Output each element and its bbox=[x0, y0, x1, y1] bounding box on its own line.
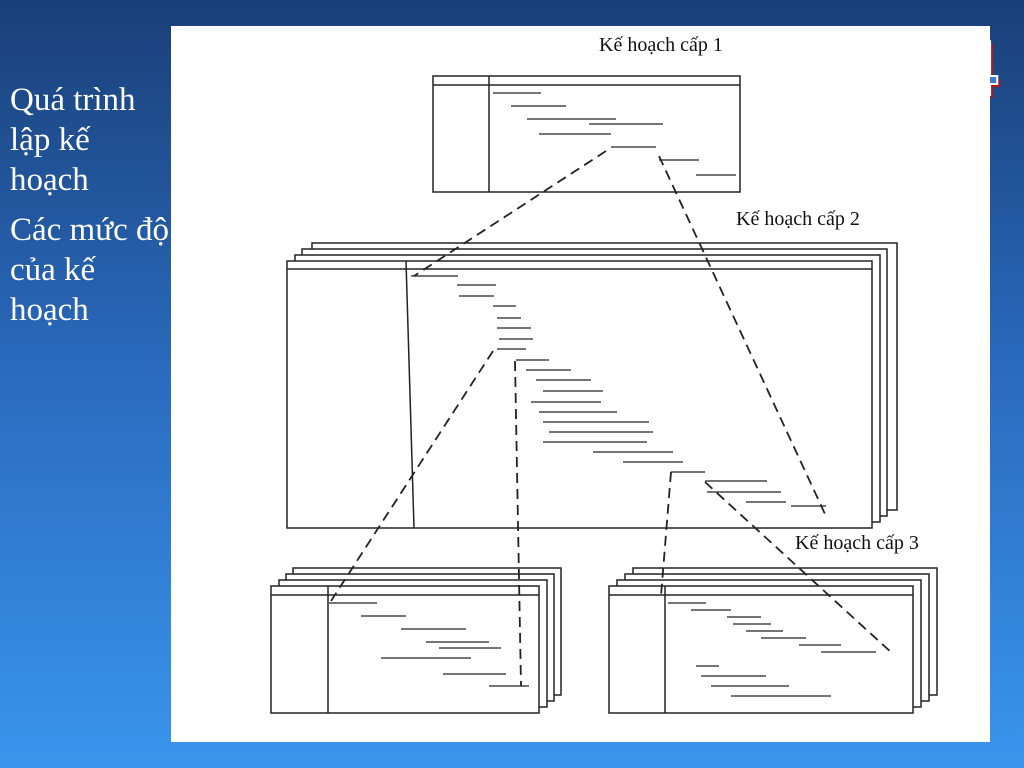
label-level2-plan: Kế hoạch cấp 2 bbox=[734, 208, 862, 231]
level3-plan-stack-left bbox=[270, 567, 562, 714]
projection-l2-to-l3b-left bbox=[660, 471, 672, 597]
projection-l2-to-l3a-left bbox=[330, 350, 494, 602]
projection-lines bbox=[330, 150, 894, 687]
diagram-drawing bbox=[270, 75, 938, 714]
caption-planning-process: Quá trình lập kế hoạch bbox=[10, 82, 136, 198]
level2-gantt-bars bbox=[411, 275, 826, 507]
caption-plan-levels: Các mức độ của kế hoạch bbox=[10, 212, 170, 328]
projection-l1-to-l2-right bbox=[658, 155, 826, 515]
level1-plan-sheet bbox=[432, 75, 741, 193]
side-caption: Quá trình lập kế hoạch Các mức độ của kế… bbox=[10, 80, 170, 340]
level1-gantt-bars bbox=[493, 92, 736, 176]
plan-hierarchy-diagram: Kế hoạch cấp 1 Kế hoạch cấp 2 Kế hoạch c… bbox=[171, 26, 990, 742]
level3-plan-stack-right bbox=[608, 567, 938, 714]
projection-l1-to-l2-left bbox=[413, 150, 607, 277]
label-level3-plan: Kế hoạch cấp 3 bbox=[793, 532, 921, 555]
label-level1-plan: Kế hoạch cấp 1 bbox=[597, 34, 725, 57]
level3-right-gantt-bars bbox=[668, 602, 876, 697]
level2-plan-stack bbox=[286, 242, 898, 529]
projection-l2-to-l3b-right bbox=[704, 481, 894, 655]
projection-l2-to-l3a-right bbox=[514, 360, 522, 687]
level3-left-gantt-bars bbox=[329, 602, 529, 687]
